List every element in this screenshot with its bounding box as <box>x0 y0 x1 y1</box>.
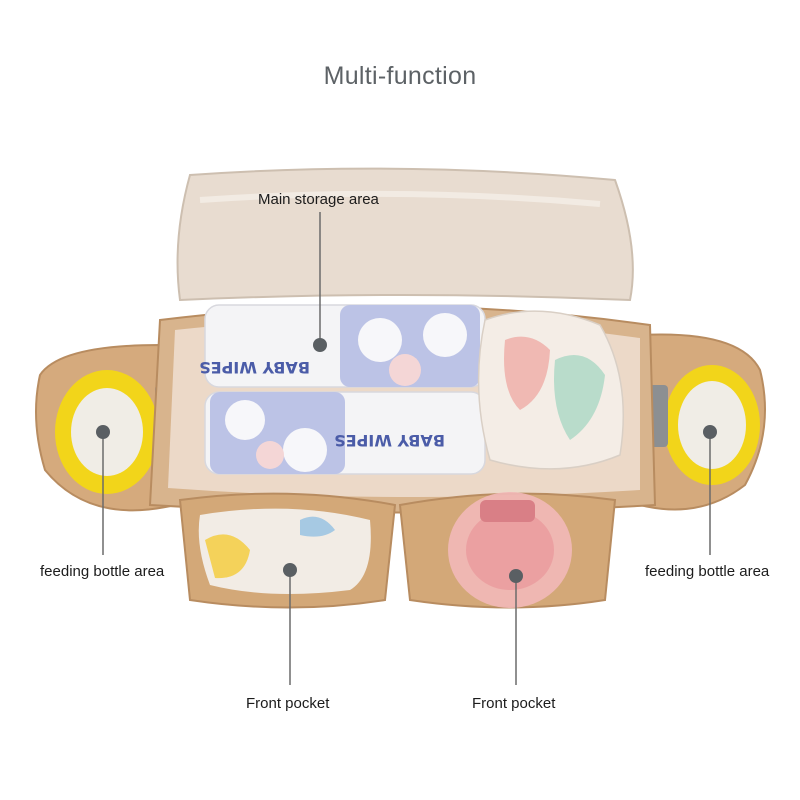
label-bottle-right: feeding bottle area <box>645 563 770 580</box>
callout-dot-pocket-left <box>283 563 297 577</box>
folded-cloth <box>477 310 624 470</box>
right-bottle-holder <box>639 333 766 511</box>
wipes-pack-top: BABY WIPES <box>199 304 486 388</box>
wipes-pack-bottom: BABY WIPES <box>204 391 486 475</box>
front-pocket-left-shape <box>178 492 397 609</box>
callout-dot-pocket-right <box>509 569 523 583</box>
label-main-storage: Main storage area <box>258 191 379 208</box>
callout-dot-bottle-right <box>703 425 717 439</box>
wipes-print-top: BABY WIPES <box>199 358 310 377</box>
front-pocket-right-shape <box>398 492 617 609</box>
wipes-print-bottom: BABY WIPES <box>334 431 445 450</box>
callout-dot-main <box>313 338 327 352</box>
leader-lines <box>102 212 711 685</box>
label-front-pocket-left: Front pocket <box>246 695 330 712</box>
label-bottle-left: feeding bottle area <box>40 563 165 580</box>
callout-dots <box>96 338 717 583</box>
label-front-pocket-right: Front pocket <box>472 695 556 712</box>
bag-lid <box>176 167 634 302</box>
callout-dot-bottle-left <box>96 425 110 439</box>
page-title: Multi-function <box>323 62 477 90</box>
